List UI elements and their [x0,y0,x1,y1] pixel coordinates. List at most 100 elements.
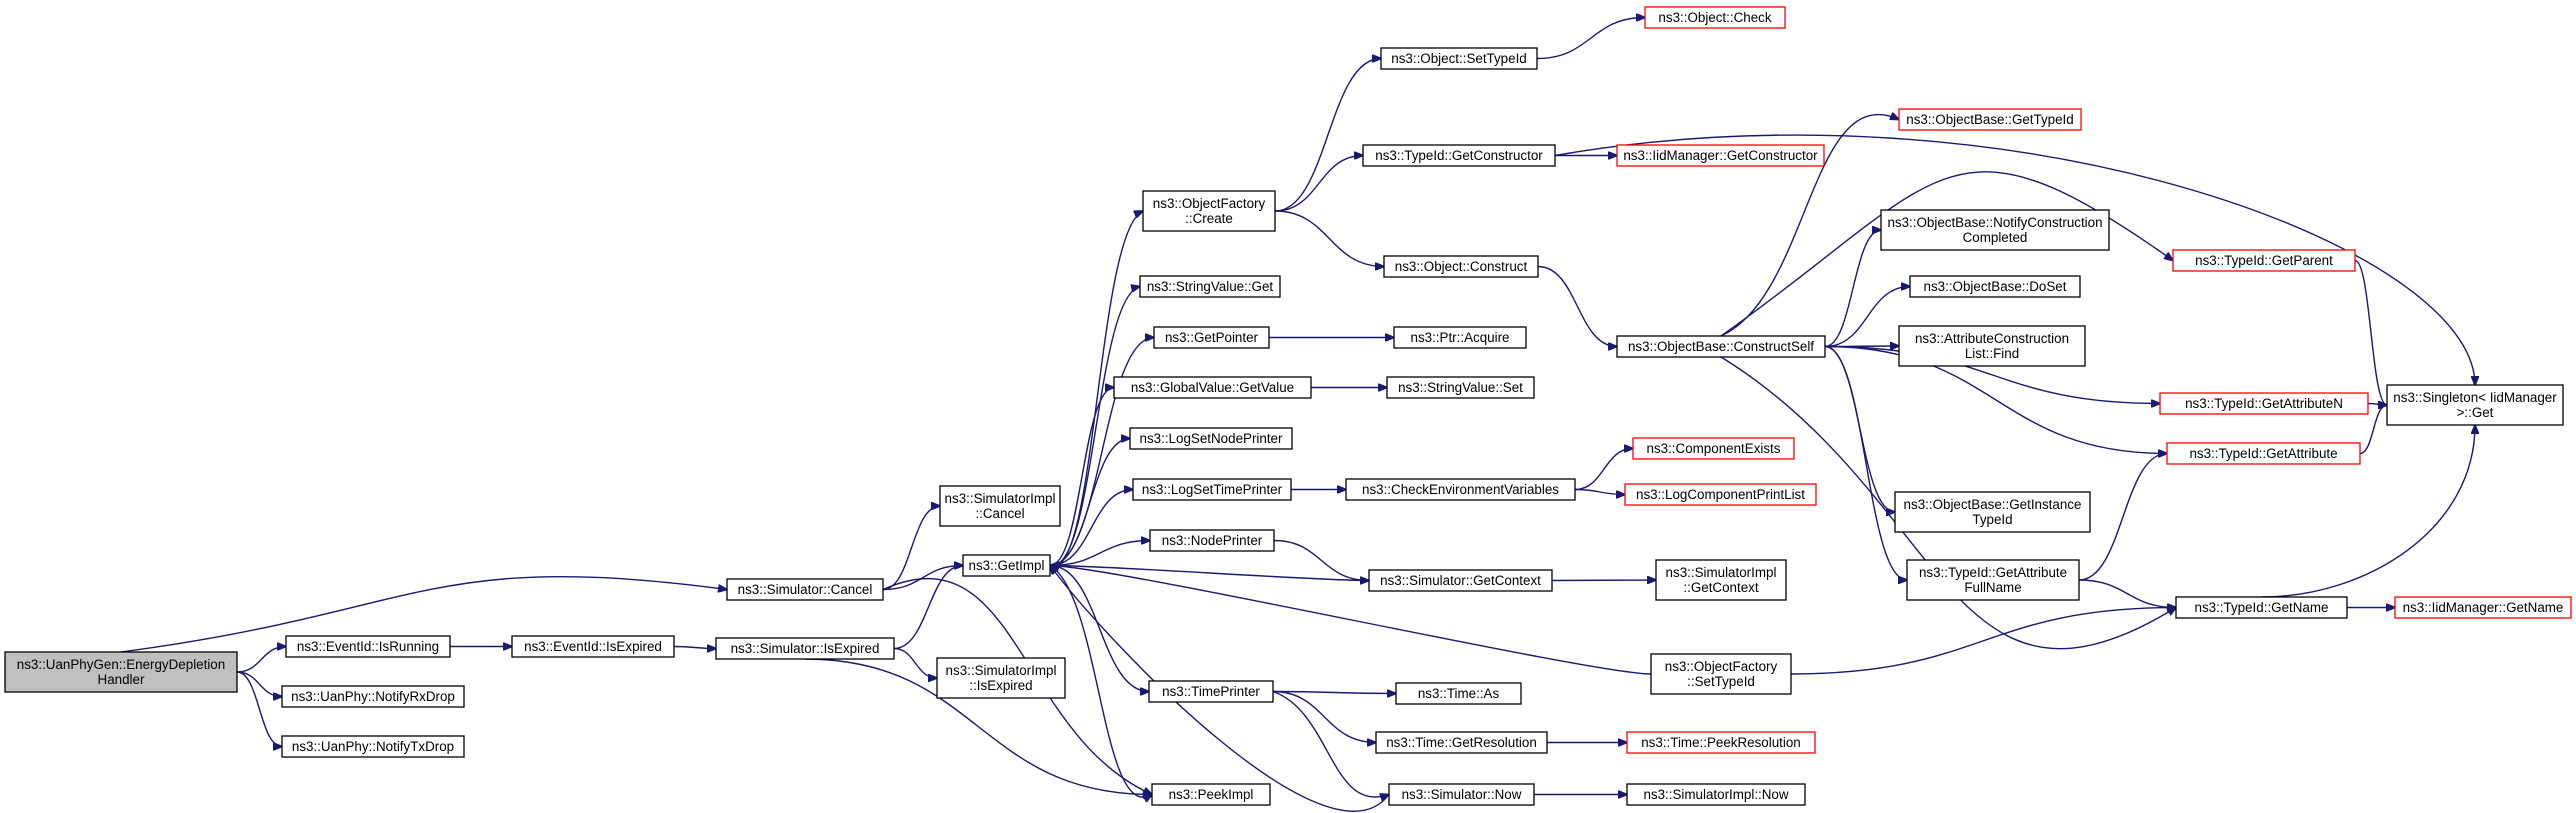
node-objconstruct[interactable]: ns3::Object::Construct [1383,255,1539,278]
node-logtimeprinter[interactable]: ns3::LogSetTimePrinter [1132,478,1292,501]
node-lognodeprinter[interactable]: ns3::LogSetNodePrinter [1129,427,1293,450]
node-label: ns3::TimePrinter [1162,684,1260,699]
node-box [281,735,465,758]
node-checkenv[interactable]: ns3::CheckEnvironmentVariables [1345,478,1576,501]
node-box [1142,190,1276,232]
node-box [4,651,238,693]
node-constructself[interactable]: ns3::ObjectBase::ConstructSelf [1616,335,1826,358]
node-timeas[interactable]: ns3::Time::As [1395,682,1522,705]
node-label: ns3::IidManager::GetConstructor [1623,148,1818,163]
edge-getimpl-to-lognodeprinter [1049,439,1130,567]
node-timeprinter[interactable]: ns3::TimePrinter [1148,680,1274,703]
node-box [1132,478,1292,501]
node-singleton[interactable]: ns3::Singleton< IidManager>::Get [2386,384,2564,426]
node-compexists[interactable]: ns3::ComponentExists [1632,437,1795,460]
node-gvgetvalue[interactable]: ns3::GlobalValue::GetValue [1113,376,1312,399]
edge-objconstruct-to-constructself [1537,265,1617,347]
edge-objsettypeid-to-objcheck [1536,18,1645,60]
node-tidgetattr[interactable]: ns3::TypeId::GetAttribute [2166,442,2361,465]
edge-checkenv-to-compexists [1574,449,1633,491]
node-box [1624,483,1817,506]
edge-constructself-to-tidgetparent [1720,171,2173,337]
node-implgetctx[interactable]: ns3::SimulatorImpl::GetContext [1655,559,1787,601]
node-tidgetname[interactable]: ns3::TypeId::GetName [2175,596,2348,619]
node-label: ns3::GetPointer [1165,330,1259,345]
node-label: ::SetTypeId [1687,674,1755,689]
node-label: ns3::EventId::IsExpired [524,639,662,654]
node-box [1151,783,1271,806]
node-label: ns3::EventId::IsRunning [297,639,439,654]
node-box [1626,731,1816,754]
node-simgetctx[interactable]: ns3::Simulator::GetContext [1368,569,1553,592]
node-box [1898,325,2086,367]
node-peekimpl[interactable]: ns3::PeekImpl [1151,783,1271,806]
node-box [2166,442,2361,465]
node-obgettypeid[interactable]: ns3::ObjectBase::GetTypeId [1898,108,2082,131]
node-nodeprinter[interactable]: ns3::NodePrinter [1149,529,1275,552]
node-box [1909,275,2081,298]
edge-root-to-simcancel [120,575,727,653]
edge-simgetctx-to-implgetctx [1551,580,1656,581]
node-implcancel[interactable]: ns3::SimulatorImpl::Cancel [939,485,1061,527]
node-objcheck[interactable]: ns3::Object::Check [1644,6,1786,29]
node-box [1345,478,1576,501]
node-label: ns3::StringValue::Set [1398,380,1523,395]
edge-simcancel-to-peekimpl [882,577,1152,795]
node-box [715,637,895,660]
node-simexpired[interactable]: ns3::Simulator::IsExpired [715,637,895,660]
node-objsettypeid[interactable]: ns3::Object::SetTypeId [1380,47,1538,70]
node-iidgetctor[interactable]: ns3::IidManager::GetConstructor [1616,144,1825,167]
edge-simcancel-to-getimpl [882,566,963,591]
node-implexpired[interactable]: ns3::SimulatorImpl::IsExpired [936,657,1066,699]
node-box [1148,680,1274,703]
node-timegetres[interactable]: ns3::Time::GetResolution [1375,731,1548,754]
node-logcompprint[interactable]: ns3::LogComponentPrintList [1624,483,1817,506]
node-implnow[interactable]: ns3::SimulatorImpl::Now [1626,783,1806,806]
node-label: FullName [1964,580,2021,595]
node-simcancel[interactable]: ns3::Simulator::Cancel [726,578,884,601]
node-notifyconstr[interactable]: ns3::ObjectBase::NotifyConstructionCompl… [1880,209,2110,251]
node-label: ns3::UanPhy::NotifyRxDrop [291,689,455,704]
node-rxdrop[interactable]: ns3::UanPhy::NotifyRxDrop [281,685,465,708]
node-tidgetctor[interactable]: ns3::TypeId::GetConstructor [1362,144,1556,167]
edge-timeprinter-to-timegetres [1272,690,1376,743]
node-objfcreate[interactable]: ns3::ObjectFactory::Create [1142,190,1276,232]
node-ptracquire[interactable]: ns3::Ptr::Acquire [1393,326,1527,349]
edge-constructself-to-tidattrfull [1824,345,1907,581]
node-box [1626,783,1806,806]
node-evtrunning[interactable]: ns3::EventId::IsRunning [285,635,451,658]
node-label: ns3::NodePrinter [1162,533,1263,548]
node-box [1375,731,1548,754]
edge-simnow-to-getimpl [1050,566,1390,812]
edge-root-to-txdrop [236,671,282,747]
node-box [2172,249,2356,272]
node-ofsettypeid[interactable]: ns3::ObjectFactory::SetTypeId [1650,653,1792,695]
node-strset[interactable]: ns3::StringValue::Set [1386,376,1535,399]
node-box [1395,682,1522,705]
node-evtexpired[interactable]: ns3::EventId::IsExpired [511,635,675,658]
node-box [1894,491,2091,533]
node-strget[interactable]: ns3::StringValue::Get [1139,275,1281,298]
node-label: >::Get [2457,405,2494,420]
edge-ofsettypeid-to-getimpl [1050,566,1652,675]
edge-getimpl-to-timeprinter [1049,564,1149,692]
edge-getimpl-to-getpointer [1049,338,1154,567]
node-box [1650,653,1792,695]
node-txdrop[interactable]: ns3::UanPhy::NotifyTxDrop [281,735,465,758]
node-timepeekres[interactable]: ns3::Time::PeekResolution [1626,731,1816,754]
node-tidgetparent[interactable]: ns3::TypeId::GetParent [2172,249,2356,272]
node-tidgetattrn[interactable]: ns3::TypeId::GetAttributeN [2159,392,2369,415]
node-getimpl[interactable]: ns3::GetImpl [962,554,1051,577]
edge-tidgetattr-to-singleton [2359,405,2387,455]
node-iidgetname[interactable]: ns3::IidManager::GetName [2394,596,2572,619]
edge-constructself-to-notifyconstr [1824,230,1881,348]
edge-constructself-to-obgettypeid [1720,115,1899,337]
node-box [1368,569,1553,592]
node-getpointer[interactable]: ns3::GetPointer [1153,326,1270,349]
node-simnow[interactable]: ns3::Simulator::Now [1388,783,1535,806]
node-doset[interactable]: ns3::ObjectBase::DoSet [1909,275,2081,298]
edge-tidgetparent-to-singleton [2354,259,2387,406]
